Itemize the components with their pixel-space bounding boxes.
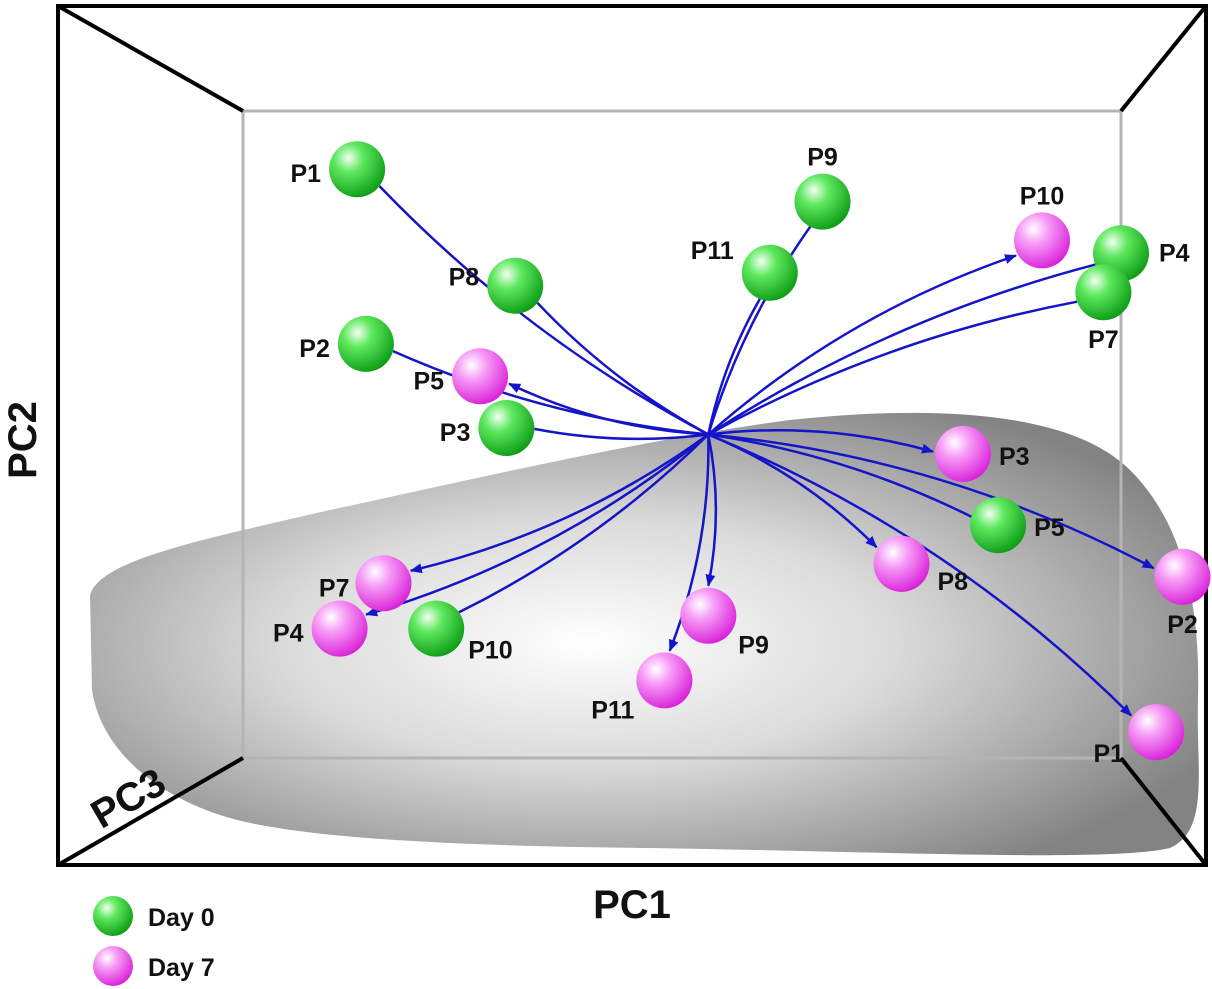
axis-labels: PC1 PC2 PC3 (1, 401, 671, 927)
day0-point-label-P11: P11 (691, 237, 734, 265)
day7-point-P8 (873, 535, 930, 592)
day0-point-label-P5: P5 (1034, 514, 1065, 542)
trajectory-in-P8 (536, 301, 709, 436)
legend-day7-label: Day 7 (148, 954, 215, 982)
trajectory-out-P11 (668, 434, 710, 652)
day0-point-P8 (487, 257, 544, 314)
legend-day0-marker (93, 896, 133, 936)
back-face (241, 109, 1123, 760)
shaded-cluster (90, 412, 1199, 856)
day7-point-P3 (935, 425, 991, 482)
day7-point-label-P4: P4 (273, 620, 304, 648)
day7-cluster-region (90, 412, 1199, 856)
edge-top-left (57, 4, 244, 113)
day0-point-label-P10: P10 (468, 637, 512, 665)
day7-point-label-P9: P9 (738, 632, 769, 660)
trajectory-out-P7 (409, 433, 710, 574)
legend: Day 0 Day 7 (93, 896, 215, 986)
trajectory-in-P10 (458, 433, 710, 614)
legend-day7-marker (93, 946, 133, 986)
y-axis-label: PC2 (1, 401, 45, 479)
trajectory-out-P10 (707, 254, 1017, 436)
trajectory-in-P5 (708, 433, 972, 518)
edge-top-right (1119, 4, 1208, 113)
x-axis-label: PC1 (593, 883, 671, 927)
day0-point-label-P3: P3 (440, 419, 471, 447)
day7-point-P1 (1128, 704, 1185, 761)
day0-point-P7 (1075, 264, 1132, 321)
day0-point-P10 (408, 600, 465, 657)
day0-point-P11 (741, 244, 798, 301)
day0-point-label-P9: P9 (807, 144, 838, 172)
day7-point-label-P8: P8 (938, 568, 969, 596)
day7-point-label-P7: P7 (319, 574, 350, 602)
day7-point-label-P3: P3 (999, 443, 1030, 471)
day0-point-P3 (478, 400, 535, 456)
day7-point-label-P10: P10 (1020, 182, 1064, 210)
day0-point-label-P7: P7 (1088, 326, 1119, 354)
edge-bottom-left (56, 756, 245, 867)
day7-point-label-P5: P5 (414, 367, 445, 395)
trajectory-out-P5 (508, 382, 709, 436)
day7-point-P10 (1014, 212, 1070, 269)
trajectory-in-P7 (707, 300, 1078, 436)
day0-point-label-P1: P1 (291, 160, 322, 188)
front-face (56, 4, 1208, 867)
trajectory-in-P9 (707, 225, 812, 435)
trajectory-in-P1 (378, 185, 709, 436)
day7-point-P2 (1154, 548, 1211, 605)
day7-point-label-P1: P1 (1094, 740, 1125, 768)
day0-point-P1 (329, 141, 386, 198)
day7-point-P5 (452, 348, 509, 405)
day0-point-label-P8: P8 (449, 264, 480, 292)
day0-point-P9 (794, 173, 851, 230)
trajectory-out-P3 (708, 428, 934, 454)
day0-point-label-P4: P4 (1159, 239, 1190, 267)
trajectory-out-P1 (707, 433, 1132, 717)
trajectory-out-P4 (365, 433, 710, 617)
day0-point-P2 (337, 315, 394, 372)
trajectory-in-P4 (707, 263, 1096, 436)
day7-point-P7 (355, 555, 412, 612)
edge-bottom-right (1119, 756, 1208, 867)
trajectory-in-P11 (707, 298, 761, 435)
day7-point-label-P11: P11 (591, 696, 634, 724)
trajectory-out-P8 (707, 433, 878, 549)
day7-point-P4 (311, 600, 368, 657)
trajectory-in-P3 (534, 427, 709, 441)
day0-point-P5 (970, 497, 1027, 554)
trajectory-out-P2 (708, 433, 1155, 570)
trajectory-lines (365, 185, 1155, 717)
day7-point-P11 (636, 652, 693, 709)
day7-point-P9 (680, 587, 737, 644)
legend-day0-label: Day 0 (148, 904, 215, 932)
3d-box-frame (56, 4, 1208, 867)
day0-point-label-P2: P2 (299, 335, 330, 363)
trajectory-out-P9 (705, 434, 718, 587)
day7-point-label-P2: P2 (1167, 611, 1198, 639)
